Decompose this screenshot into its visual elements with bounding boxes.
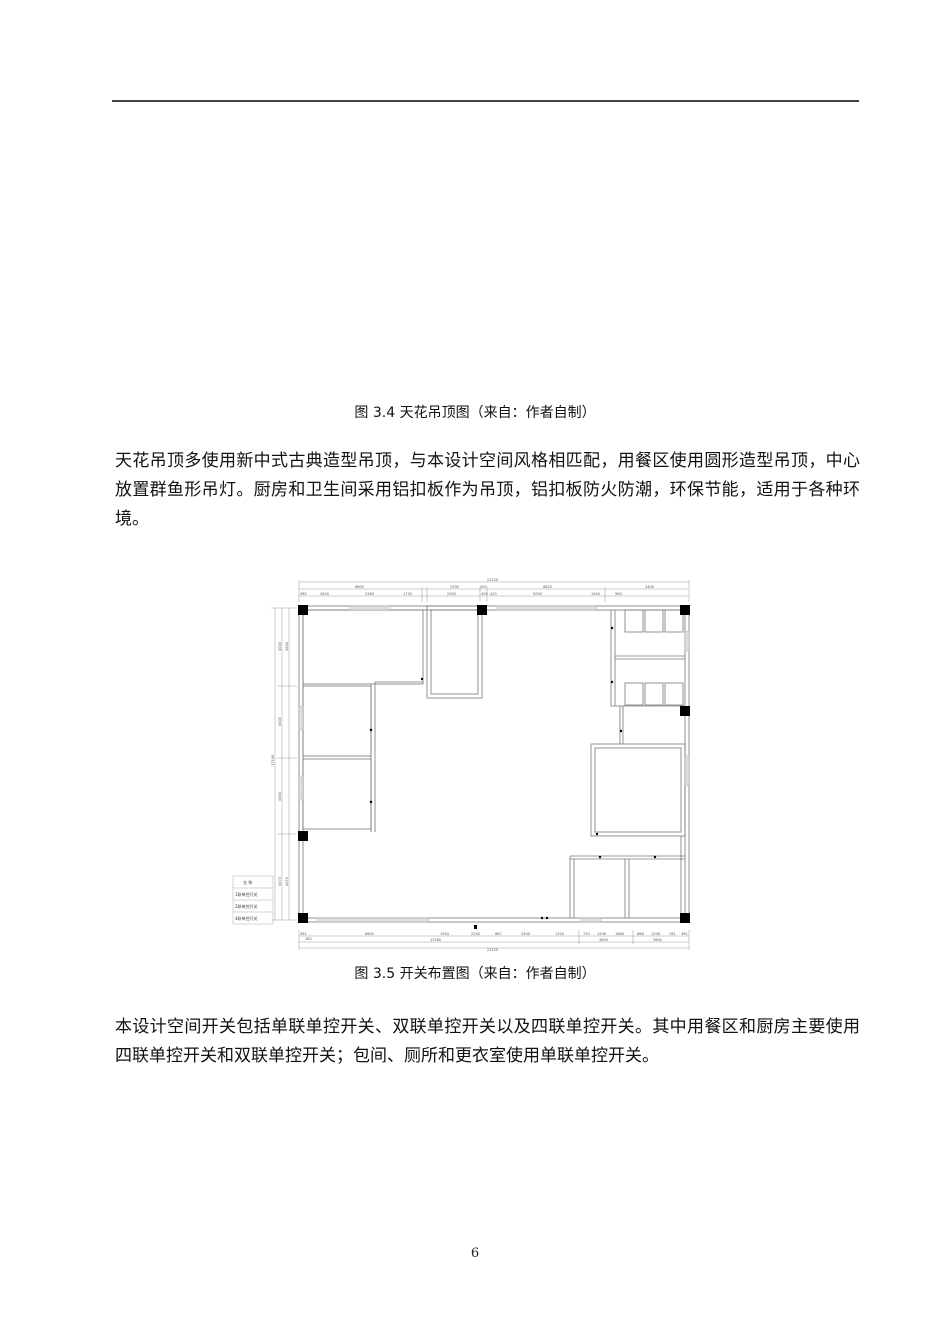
paragraph-switches: 本设计空间开关包括单联单控开关、双联单控开关以及四联单控开关。其中用餐区和厨房主… (115, 1017, 860, 1066)
left-dimensions (271, 607, 297, 921)
svg-text:2联单控开关: 2联单控开关 (235, 903, 258, 909)
svg-text:5000: 5000 (533, 592, 542, 596)
svg-text:4070: 4070 (285, 877, 289, 886)
svg-text:2280: 2280 (365, 592, 374, 596)
switch-markers (369, 626, 657, 929)
svg-text:400: 400 (481, 592, 488, 596)
svg-text:2640: 2640 (320, 592, 329, 596)
svg-text:1联单控开关: 1联单控开关 (235, 891, 258, 897)
figure-3-5-caption: 图 3.5 开关布置图（来自：作者自制） (354, 966, 596, 982)
svg-text:960: 960 (615, 592, 622, 596)
top-dimensions (298, 580, 690, 602)
switch-layout-floor-plan: 21120 6600 2300 300 6820 4400 360 2640 2… (225, 576, 705, 952)
windows (298, 605, 690, 923)
svg-text:21120: 21120 (487, 578, 498, 582)
svg-text:17100: 17100 (271, 755, 275, 766)
svg-text:4400: 4400 (645, 585, 654, 589)
svg-text:4000: 4000 (278, 792, 282, 801)
svg-text:1206: 1206 (651, 932, 660, 936)
svg-text:4470: 4470 (278, 877, 282, 886)
svg-text:21120: 21120 (487, 948, 498, 952)
svg-text:4000: 4000 (278, 642, 282, 651)
bottom-dimensions (298, 930, 690, 950)
figure-3-4-caption: 图 3.4 天花吊顶图（来自：作者自制） (354, 405, 596, 421)
svg-text:2300: 2300 (447, 592, 456, 596)
header-rule (112, 100, 859, 102)
svg-text:667: 667 (495, 932, 502, 936)
svg-text:360: 360 (300, 592, 307, 596)
paragraph-ceiling: 天花吊顶多使用新中式古典造型吊顶，与本设计空间风格相匹配，用餐区使用圆形造型吊顶… (115, 451, 860, 529)
page-number: 6 (470, 1246, 480, 1261)
svg-text:1680: 1680 (615, 932, 624, 936)
svg-text:4联单控开关: 4联单控开关 (235, 915, 258, 921)
svg-text:300: 300 (480, 585, 487, 589)
svg-text:2200: 2200 (471, 932, 480, 936)
svg-text:361: 361 (681, 932, 688, 936)
svg-text:3600: 3600 (599, 938, 608, 942)
svg-text:4000: 4000 (278, 717, 282, 726)
svg-text:1730: 1730 (403, 592, 412, 596)
switch-legend-table (232, 875, 274, 925)
svg-text:1320: 1320 (555, 932, 564, 936)
svg-text:720: 720 (583, 932, 590, 936)
svg-text:6600: 6600 (355, 585, 364, 589)
svg-text:180: 180 (305, 937, 312, 941)
svg-text:420: 420 (490, 592, 497, 596)
svg-text:3600: 3600 (285, 642, 289, 651)
svg-text:688: 688 (637, 932, 644, 936)
walls (298, 605, 690, 923)
svg-text:1206: 1206 (597, 932, 606, 936)
svg-text:6600: 6600 (365, 932, 374, 936)
svg-text:761: 761 (669, 932, 676, 936)
svg-text:名 称: 名 称 (243, 879, 252, 885)
svg-text:2400: 2400 (521, 932, 530, 936)
svg-text:361: 361 (300, 932, 307, 936)
svg-text:1400: 1400 (591, 592, 600, 596)
svg-text:13280: 13280 (430, 938, 441, 942)
svg-text:3600: 3600 (653, 938, 662, 942)
svg-text:6820: 6820 (543, 585, 552, 589)
svg-text:1944: 1944 (440, 932, 450, 936)
svg-text:2300: 2300 (450, 585, 459, 589)
structural-columns (298, 605, 690, 923)
